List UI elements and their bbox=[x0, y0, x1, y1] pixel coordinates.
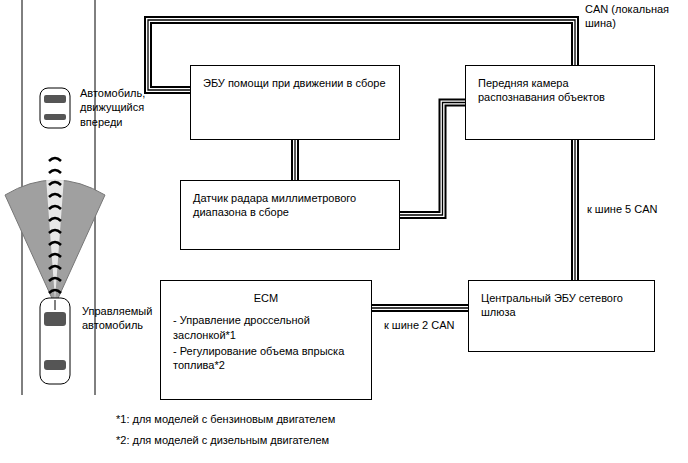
car-own bbox=[40, 298, 70, 384]
can-bus-line bbox=[295, 140, 296, 180]
node-title: ЭБУ помощи при движении в сборе bbox=[203, 76, 387, 90]
radar-core bbox=[44, 145, 66, 300]
footnote: *1: для моделей с бензиновым двигателем bbox=[116, 412, 436, 426]
node-title: ECM bbox=[173, 291, 359, 305]
car-front bbox=[40, 88, 70, 128]
camera-box: Передняя камера распознавания объектов bbox=[465, 65, 655, 140]
node-title: Передняя камера распознавания объектов bbox=[478, 76, 642, 105]
vehicle-label: Автомобиль, движущийся впереди bbox=[80, 86, 152, 129]
gateway-box: Центральный ЭБУ сетевого шлюза bbox=[468, 280, 655, 352]
node-title: Центральный ЭБУ сетевого шлюза bbox=[481, 291, 642, 320]
can-bus-line bbox=[575, 140, 576, 280]
can-bus-line bbox=[372, 308, 468, 309]
ecu-box: ЭБУ помощи при движении в сборе bbox=[190, 65, 400, 140]
footnote: *2: для моделей с дизельным двигателем bbox=[116, 433, 436, 447]
ecm-box: ECM - Управление дроссельной заслонкой*1-… bbox=[160, 280, 372, 400]
node-item: - Управление дроссельной заслонкой*1 bbox=[173, 313, 359, 342]
vehicle-label: Управляемый автомобиль bbox=[82, 304, 154, 333]
node-title: Датчик радара миллиметрового диапазона в… bbox=[193, 191, 387, 220]
radar-box: Датчик радара миллиметрового диапазона в… bbox=[180, 180, 400, 250]
can-bus-line bbox=[400, 103, 465, 216]
bus-label: к шине 5 CAN bbox=[585, 202, 660, 216]
bus-label: CAN (локальная шина) bbox=[583, 2, 683, 31]
node-item: - Регулирование объема впрыска топлива*2 bbox=[173, 344, 359, 373]
bus-label: к шине 2 CAN bbox=[382, 318, 457, 332]
radar-waves bbox=[49, 158, 61, 293]
